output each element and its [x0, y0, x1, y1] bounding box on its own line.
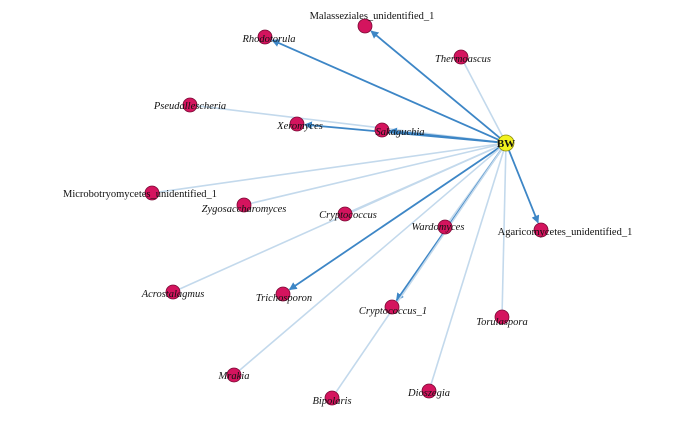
edge-bw-bipolaris: [335, 149, 503, 393]
node-layer: [144, 18, 549, 406]
node-label-malasseziales: Malasseziales_unidentified_1: [310, 11, 435, 22]
node-label-dioszegia: Dioszegia: [407, 388, 450, 399]
node-label-thermoascus: Thermoascus: [435, 54, 491, 65]
node-label-microbotryomycetes: Microbotryomycetes_unidentified_1: [63, 189, 217, 200]
node-torulaspora[interactable]: [494, 309, 510, 325]
node-trichosporon[interactable]: [275, 286, 291, 302]
node-microbotryomycetes[interactable]: [144, 185, 160, 201]
edge-bw-sakaguchia: [388, 127, 499, 144]
node-label-wardomyces: Wardomyces: [412, 222, 465, 233]
node-xeromyces[interactable]: [289, 116, 305, 132]
node-label-cryptococcus: Cryptococcus: [319, 210, 377, 221]
node-wardomyces[interactable]: [437, 219, 453, 235]
node-label-agaricomycetes: Agaricomycetes_unidentified_1: [498, 227, 633, 238]
node-label-sakaguchia: Sakaguchia: [376, 127, 425, 138]
node-zygosaccharomyces[interactable]: [236, 197, 252, 213]
node-acrostalagmus[interactable]: [165, 284, 181, 300]
label-layer: Rhodotorula Malasseziales_unidentified_1T…: [63, 11, 632, 407]
edge-bw-zygosaccharomyces: [250, 144, 499, 205]
edge-bw-mrakia: [238, 147, 501, 372]
edge-bw-torulaspora: [501, 150, 507, 311]
node-thermoascus[interactable]: [453, 49, 469, 65]
node-agaricomycetes[interactable]: [533, 222, 549, 238]
node-dioszegia[interactable]: [421, 383, 437, 399]
node-label-zygosaccharomyces: Zygosaccharomyces: [202, 204, 287, 215]
node-cryptococcus[interactable]: [337, 206, 353, 222]
edge-bw-trichosporon: [288, 146, 500, 291]
edge-bw-malasseziales: [370, 30, 501, 139]
node-label-acrostalagmus: Acrostalagmus: [141, 289, 205, 300]
node-sakaguchia[interactable]: [374, 122, 390, 138]
node-label-mrakia: Mrakia: [218, 371, 250, 382]
node-label-bipolaris: Bipolaris: [312, 396, 351, 407]
node-label-pseudallescheria: Pseudallescheria: [153, 101, 226, 112]
hub-circle: [497, 134, 515, 152]
edge-bw-thermoascus: [463, 62, 503, 137]
node-rhodotorula[interactable]: [257, 29, 273, 45]
edge-bw-agaricomycetes: [508, 150, 540, 224]
node-mrakia[interactable]: [226, 367, 242, 383]
edge-bw-microbotryomycetes: [158, 143, 499, 193]
node-bipolaris[interactable]: [324, 390, 340, 406]
node-label-xeromyces: Xeromyces: [276, 121, 323, 132]
edge-bw-dioszegia: [430, 150, 505, 385]
node-label-cryptococcus_1: Cryptococcus_1: [359, 306, 427, 317]
node-label-rhodotorula: Rhodotorula: [241, 34, 295, 45]
node-cryptococcus_1[interactable]: [384, 299, 400, 315]
node-malasseziales[interactable]: [357, 18, 373, 34]
edge-bw-rhodotorula: [271, 39, 500, 141]
node-pseudallescheria[interactable]: [182, 97, 198, 113]
hub-label: BW: [497, 138, 515, 150]
node-label-trichosporon: Trichosporon: [256, 293, 312, 304]
hub-node[interactable]: BW: [497, 134, 515, 152]
node-label-torulaspora: Torulaspora: [476, 317, 528, 328]
